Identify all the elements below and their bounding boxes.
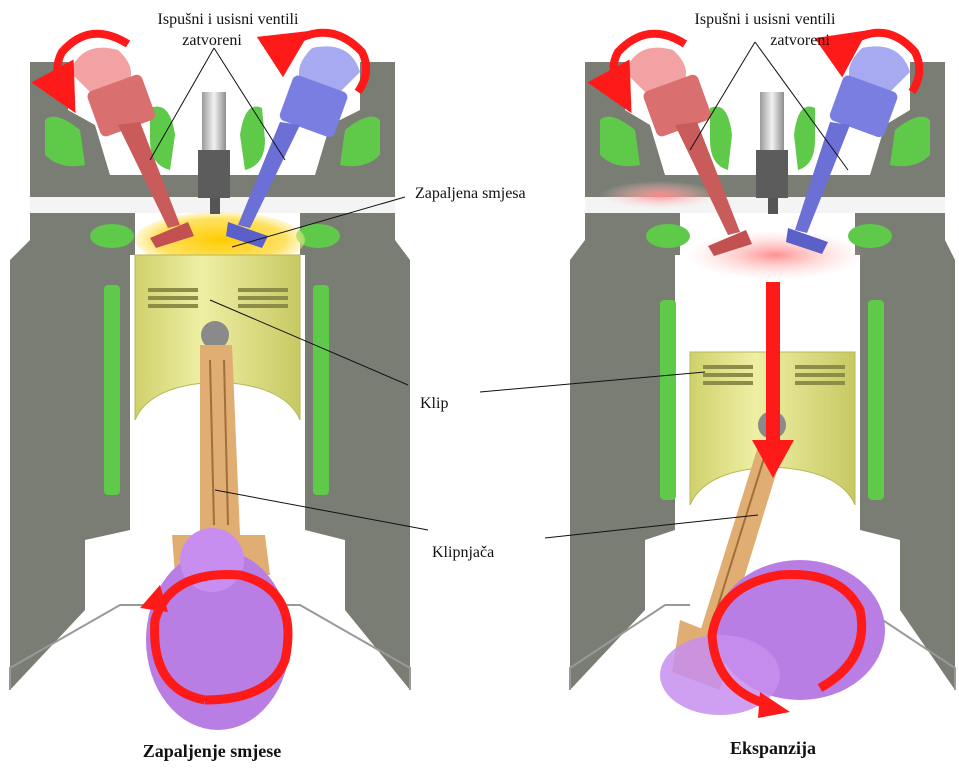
left-engine — [10, 33, 410, 730]
piston-label: Klip — [420, 395, 448, 412]
right-heat-glow — [685, 230, 865, 280]
mixture-label: Zapaljena smjesa — [415, 185, 526, 202]
valves-label-right-line1: Ispušni i usisni ventili — [695, 11, 836, 28]
valves-label-left-line2: zatvoreni — [182, 32, 242, 49]
caption-left: Zapaljenje smjese — [143, 741, 281, 761]
valves-label-right-line2: zatvoreni — [770, 32, 830, 49]
rod-label: Klipnjača — [432, 544, 494, 561]
caption-right: Ekspanzija — [730, 738, 816, 758]
right-spark-plug — [756, 92, 788, 214]
left-spark-plug — [198, 92, 230, 214]
valves-label-left-line1: Ispušni i usisni ventili — [158, 11, 299, 28]
right-engine — [570, 33, 955, 718]
